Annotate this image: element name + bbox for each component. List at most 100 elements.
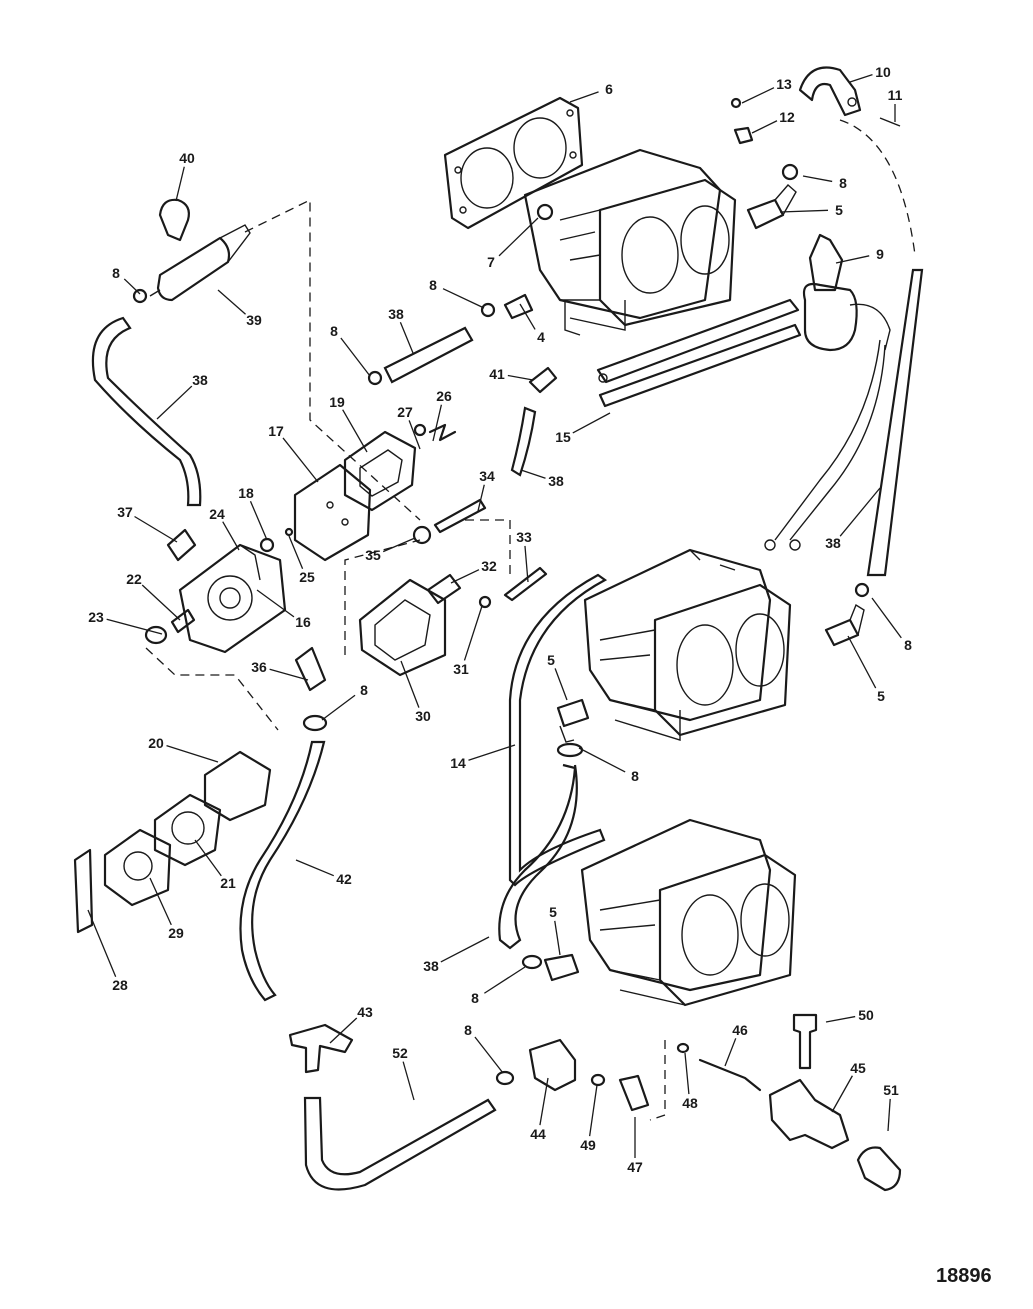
callout-leader (751, 120, 778, 134)
pump-diaphragm-19 (343, 430, 417, 512)
callout-label: 4 (537, 329, 545, 345)
callout-label: 38 (388, 306, 404, 322)
callout-label: 8 (429, 277, 437, 293)
callout-leader (578, 747, 626, 773)
callout-label: 35 (365, 547, 381, 563)
callout-label: 8 (631, 768, 639, 784)
o-ring-23 (144, 625, 168, 645)
fuel-hose-52 (303, 1096, 497, 1191)
fitting-4 (503, 293, 534, 320)
callout-leader (839, 487, 881, 537)
callout-leader (249, 500, 268, 541)
fitting-5-mid (556, 698, 590, 743)
washer-18 (259, 537, 275, 553)
fuel-hose-short (383, 326, 474, 384)
callout-label: 49 (580, 1137, 596, 1153)
clamp-8-bottom (521, 954, 543, 970)
fuel-hose-right (866, 268, 924, 577)
callout-leader (825, 1015, 856, 1023)
callout-leader (450, 569, 480, 584)
clamp-8-pump (302, 714, 328, 732)
elbow-36 (294, 646, 327, 692)
callout-leader (123, 278, 141, 295)
callout-label: 19 (329, 394, 345, 410)
callout-label: 8 (904, 637, 912, 653)
callout-leader (588, 1084, 598, 1137)
callout-leader (831, 1075, 853, 1113)
callout-label: 43 (357, 1004, 373, 1020)
callout-label: 5 (877, 688, 885, 704)
callout-leader (483, 966, 526, 994)
filter-routing-dash (244, 198, 421, 521)
screw-34 (433, 498, 487, 534)
callout-leader (432, 404, 443, 442)
screw-33 (503, 566, 548, 602)
fitting-41 (528, 366, 558, 394)
callout-label: 38 (825, 535, 841, 551)
callout-label: 13 (776, 76, 792, 92)
callout-leader (871, 597, 902, 639)
callout-label: 38 (423, 958, 439, 974)
callout-label: 8 (360, 682, 368, 698)
callout-leader (382, 537, 416, 553)
carburetor-middle (583, 548, 792, 741)
filter-bracket (158, 198, 190, 242)
callout-label: 8 (839, 175, 847, 191)
callout-label: 25 (299, 569, 315, 585)
callout-leader (477, 484, 485, 512)
callout-leader (442, 288, 485, 309)
callout-leader (269, 668, 309, 681)
callout-leader (554, 668, 568, 701)
fitting-32 (426, 573, 462, 605)
callout-leader (835, 255, 870, 264)
clamp-8-mid (556, 742, 584, 758)
clamp-8-a (480, 302, 496, 318)
callout-leader (222, 521, 240, 551)
callout-leader (524, 545, 529, 583)
fitting-routing-dash (649, 1040, 666, 1121)
callout-leader (329, 1017, 358, 1044)
fuel-rail (596, 298, 802, 408)
callout-leader (156, 385, 193, 420)
callout-label: 8 (471, 990, 479, 1006)
callout-label: 14 (450, 755, 466, 771)
tee-fitting-43 (288, 1023, 354, 1074)
callout-label: 27 (397, 404, 413, 420)
callout-leader (342, 409, 368, 453)
callout-label: 38 (192, 372, 208, 388)
callout-label: 5 (549, 904, 557, 920)
callout-labels: 4555567888888888910111213141516171819202… (87, 64, 912, 1175)
enrichment-valve (764, 233, 891, 551)
callout-label: 36 (251, 659, 267, 675)
callout-leader (399, 322, 414, 354)
callout-label: 22 (126, 571, 142, 587)
callout-label: 39 (246, 312, 262, 328)
callout-leader (507, 374, 534, 381)
fuel-hose-left (91, 316, 202, 507)
callout-leader (468, 744, 516, 761)
check-valve-27 (413, 423, 427, 437)
hose-routing-dash-right (839, 119, 916, 256)
callout-label: 8 (330, 323, 338, 339)
washer-12 (733, 126, 754, 145)
callout-leader (141, 584, 181, 621)
pin-25 (284, 527, 294, 537)
callout-label: 33 (516, 529, 532, 545)
screw-50 (792, 1013, 818, 1070)
callout-leader (106, 618, 163, 635)
carburetor-gasket (443, 96, 584, 230)
fuel-valve-45 (768, 1078, 850, 1150)
fitting-5-right (824, 603, 865, 647)
callout-leader (440, 936, 490, 963)
callout-leader (463, 605, 483, 661)
callout-leader (474, 1036, 504, 1074)
callout-label: 38 (548, 473, 564, 489)
callout-label: 17 (268, 423, 284, 439)
fuel-hose-mid (498, 763, 578, 950)
callout-leader (554, 920, 561, 956)
pump-gasket-28 (73, 848, 94, 934)
callout-label: 8 (112, 265, 120, 281)
clamp-8-b (367, 370, 383, 386)
callout-label: 18 (238, 485, 254, 501)
pump-gasket-20 (203, 750, 272, 822)
